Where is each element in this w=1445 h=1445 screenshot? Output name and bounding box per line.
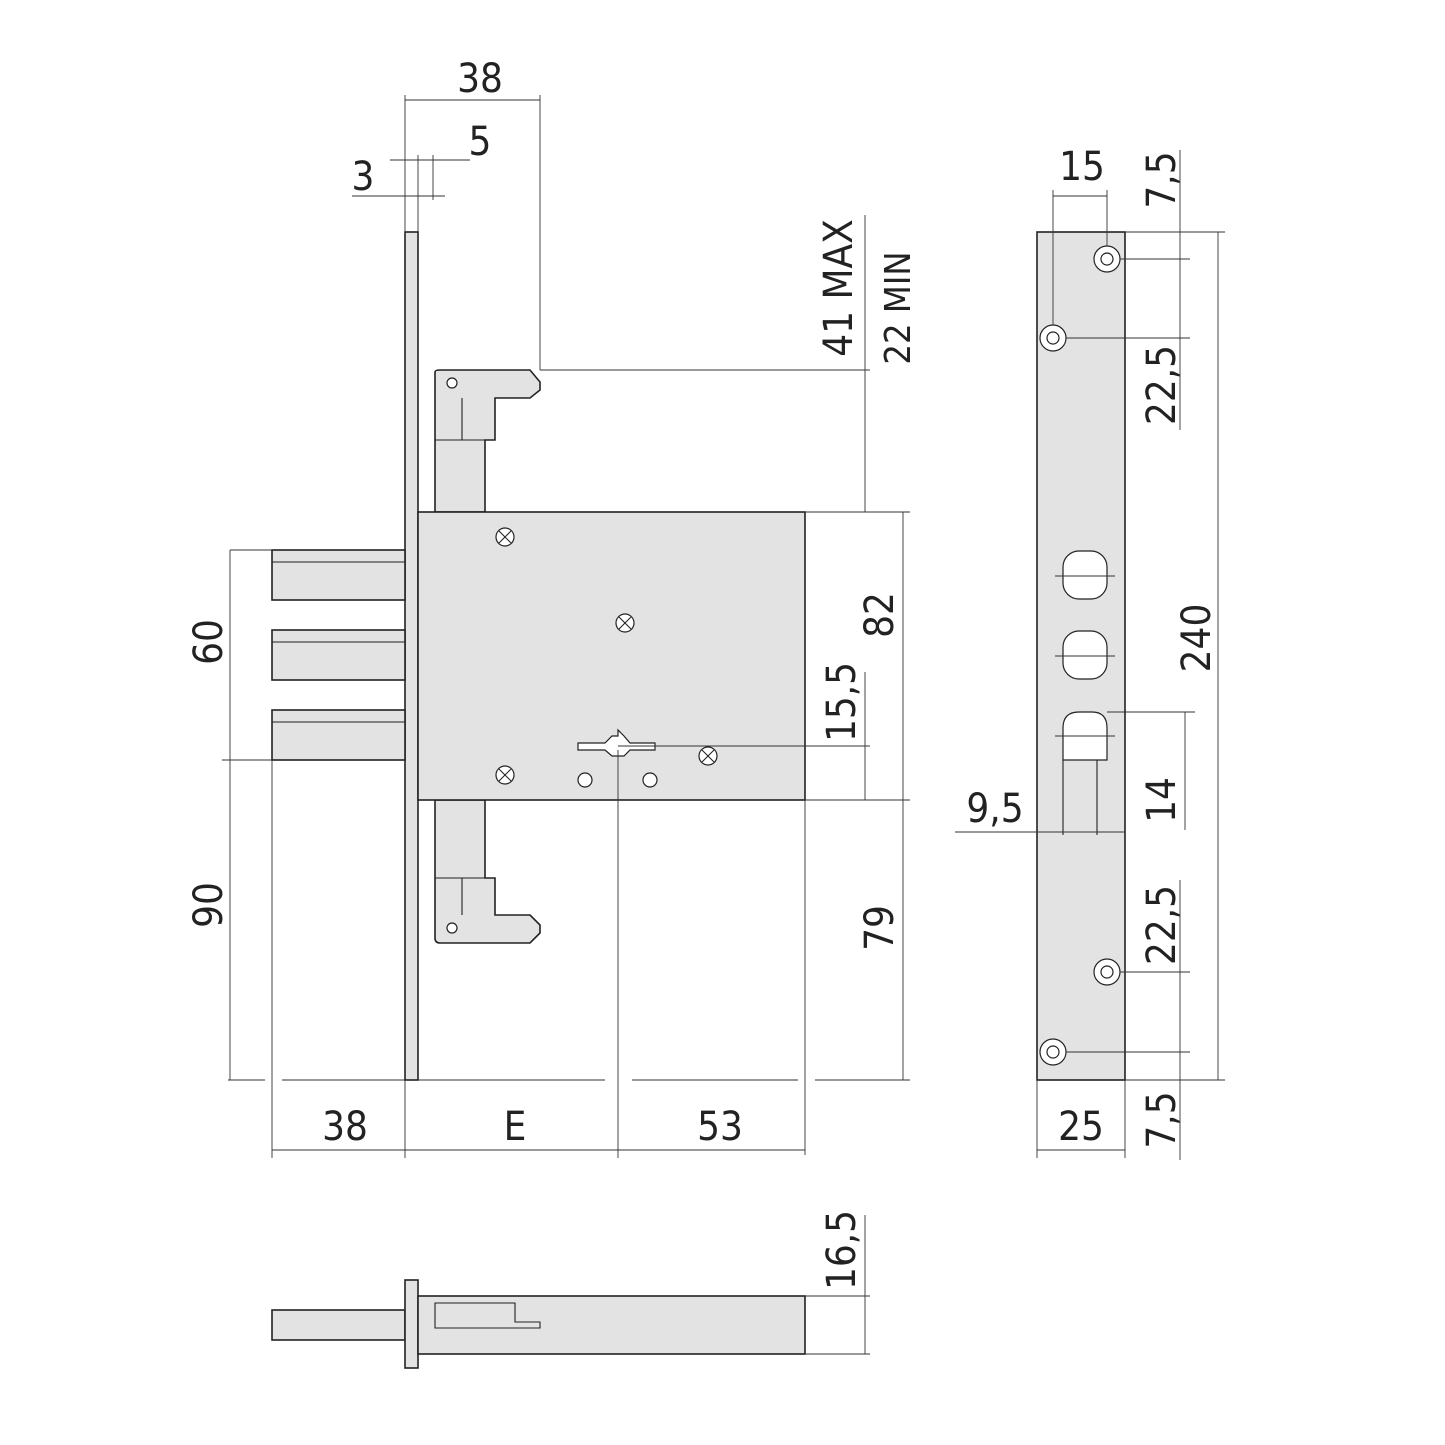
main-view-dimension-lines — [222, 95, 910, 1158]
bolt-slot — [1062, 630, 1108, 680]
dim-15-5: 15,5 — [819, 662, 865, 742]
dim-240: 240 — [1174, 604, 1220, 673]
dim-90: 90 — [186, 882, 232, 928]
screw-icon — [698, 746, 718, 766]
strike-plate-view — [1036, 231, 1126, 1081]
case-hole — [642, 772, 658, 788]
mounting-hole-icon — [1093, 958, 1121, 986]
section-bolt — [271, 1309, 406, 1341]
case-hole — [577, 772, 593, 788]
dim-53: 53 — [697, 1104, 743, 1150]
dim-22-5-top: 22,5 — [1139, 345, 1185, 425]
dim-82: 82 — [857, 592, 903, 638]
dim-38-top: 38 — [457, 56, 503, 102]
faceplate — [404, 231, 419, 1081]
lock-side-view — [271, 231, 806, 1081]
mounting-hole-icon — [1039, 1038, 1067, 1066]
lower-hook-bolt — [434, 799, 541, 944]
dim-41-max: 41 MAX — [816, 219, 862, 357]
section-view — [271, 1215, 870, 1369]
section-case — [417, 1295, 806, 1355]
mounting-hole-icon — [1039, 324, 1067, 352]
deadbolt-middle — [271, 629, 406, 681]
lock-case — [417, 511, 806, 801]
lower-hook-bolt-hole — [446, 922, 458, 934]
upper-hook-bolt-hole — [446, 377, 458, 389]
screw-icon — [495, 527, 515, 547]
screw-icon — [615, 613, 635, 633]
section-faceplate — [404, 1279, 419, 1369]
dim-14: 14 — [1139, 777, 1185, 823]
dim-25: 25 — [1058, 1104, 1104, 1150]
strike-plate-dimension-lines — [955, 150, 1225, 1160]
upper-hook-bolt — [434, 369, 541, 513]
dim-38-bottom: 38 — [322, 1104, 368, 1150]
dim-5: 5 — [469, 119, 492, 165]
section-latch — [434, 1302, 541, 1329]
deadbolt-top — [271, 549, 406, 601]
dim-60: 60 — [186, 619, 232, 665]
dim-79: 79 — [857, 905, 903, 951]
dim-E: E — [504, 1104, 527, 1150]
dim-22-min: 22 MIN — [878, 251, 919, 364]
mounting-hole-icon — [1093, 245, 1121, 273]
bolt-slot — [1062, 550, 1108, 600]
dim-3: 3 — [352, 154, 375, 200]
dim-16-5: 16,5 — [819, 1210, 865, 1290]
dim-7-5-bottom: 7,5 — [1139, 1091, 1185, 1148]
deadbolt-bottom — [271, 709, 406, 761]
dim-22-5-bottom: 22,5 — [1139, 885, 1185, 965]
dim-9-5: 9,5 — [966, 786, 1023, 832]
keyhole-icon — [577, 728, 656, 757]
dim-15-strike: 15 — [1059, 144, 1105, 190]
dimension-labels: 38 3 5 41 MAX 22 MIN 60 90 82 15,5 79 38… — [186, 56, 1220, 1290]
screw-icon — [495, 765, 515, 785]
dim-7-5-top: 7,5 — [1139, 151, 1185, 208]
